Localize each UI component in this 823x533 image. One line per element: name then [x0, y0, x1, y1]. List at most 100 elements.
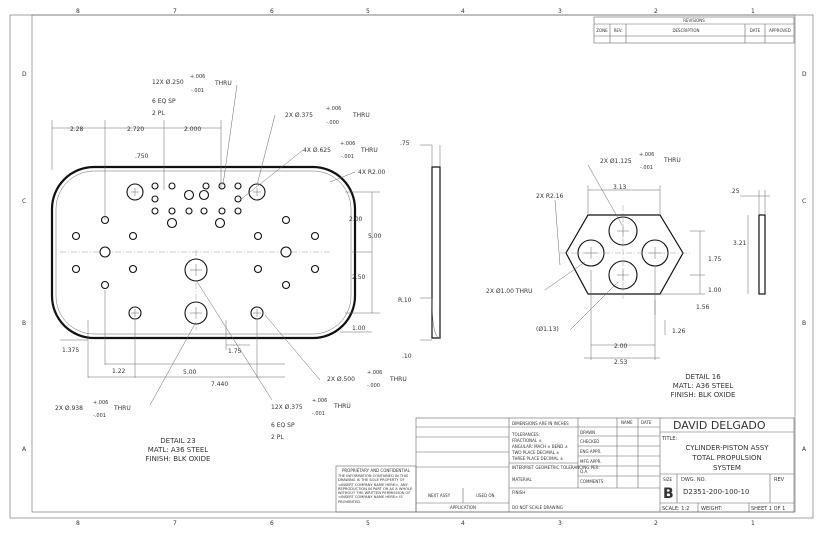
title-line-2: TOTAL PROPULSION	[691, 454, 762, 462]
dim-7440: 7.440	[211, 381, 228, 388]
revisions-col: DATE	[750, 28, 761, 33]
zone-row-right: C	[802, 198, 806, 205]
zone-row-right: B	[802, 320, 806, 327]
zone-col-bottom: 1	[751, 520, 755, 527]
detail-16-title: DETAIL 16	[685, 373, 721, 381]
size-value: B	[663, 486, 674, 502]
zone-col-bottom: 5	[366, 520, 370, 527]
detail-23-dimensions: 2.28 2.720 2.000 .750 2.00 5.00 2.50 1.0…	[51, 120, 382, 388]
svg-text:-.001: -.001	[93, 413, 106, 419]
svg-text:THRU: THRU	[389, 376, 407, 383]
row-eng: ENG APPR.	[580, 449, 601, 454]
dim-2720: 2.720	[127, 126, 144, 133]
zone-row-left: A	[22, 446, 27, 453]
svg-text:-.000: -.000	[326, 120, 339, 126]
note-line: ANGULAR: MACH ± BEND ±	[512, 444, 568, 449]
svg-text:+.006: +.006	[190, 74, 205, 80]
note-line: TWO PLACE DECIMAL ±	[511, 450, 559, 455]
row-checked: CHECKED	[580, 439, 599, 444]
d16-dim-100: 1.00	[708, 287, 722, 294]
scale: SCALE: 1:2	[662, 506, 689, 512]
svg-text:+.006: +.006	[93, 400, 108, 406]
detail-16-material: MATL: A36 STEEL	[673, 382, 734, 390]
zone-col-bottom: 2	[654, 520, 658, 527]
dim-500v: 5.00	[368, 233, 382, 240]
svg-text:THRU: THRU	[663, 157, 681, 164]
zone-col-top: 2	[654, 8, 658, 15]
dim-2000: 2.000	[184, 126, 201, 133]
dim-750: .750	[135, 153, 149, 160]
callout-2x-500: 2X Ø.500	[327, 376, 355, 383]
used-on: USED ON	[476, 493, 495, 498]
side-dim-r10: R.10	[398, 297, 412, 304]
svg-text:THRU: THRU	[360, 147, 378, 154]
company-name: DAVID DELGADO	[673, 419, 766, 432]
d16-dim-200: 2.00	[614, 343, 628, 350]
row-drawn: DRAWN	[580, 430, 595, 435]
note-line: TOLERANCES:	[511, 432, 540, 437]
svg-text:-.001: -.001	[191, 88, 204, 94]
svg-text:-.001: -.001	[312, 411, 325, 417]
d16-callout-r216: 2X R2.16	[536, 193, 564, 200]
revisions-table: REVISIONS ZONE REV. DESCRIPTION DATE APP…	[593, 16, 795, 44]
callout-12x-375: 12X Ø.375	[271, 404, 303, 411]
dim-500h: 5.00	[183, 369, 197, 376]
d16-dim-253: 2.53	[614, 359, 628, 366]
svg-text:-.001: -.001	[341, 154, 354, 160]
detail-23-callouts: 12X Ø.250 +.006 -.001 THRU 6 EQ SP 2 PL …	[55, 74, 407, 441]
svg-text:6 EQ SP: 6 EQ SP	[152, 98, 176, 105]
d16-dim-156: 1.56	[696, 304, 710, 311]
zone-row-right: D	[802, 71, 807, 78]
svg-text:6 EQ SP: 6 EQ SP	[271, 422, 295, 429]
zone-col-bottom: 3	[558, 520, 562, 527]
rev-label: REV	[774, 477, 785, 483]
svg-text:THRU: THRU	[214, 80, 232, 87]
d16-callout-113: (Ø1.13)	[536, 326, 559, 333]
proprietary-box: PROPRIETARY AND CONFIDENTIAL THE INFORMA…	[335, 465, 417, 513]
name-col: NAME	[621, 420, 633, 425]
zone-col-top: 5	[366, 8, 370, 15]
detail-16-side	[740, 190, 770, 295]
dwg-label: DWG. NO.	[681, 477, 706, 483]
d16-dim-25: .25	[730, 188, 740, 195]
svg-text:+.006: +.006	[367, 370, 382, 376]
svg-text:THRU: THRU	[352, 112, 370, 119]
do-not-scale: DO NOT SCALE DRAWING	[512, 505, 563, 510]
svg-text:2 PL: 2 PL	[271, 434, 284, 441]
dim-250: 2.50	[352, 274, 366, 281]
side-view: .75 R.10 .10	[398, 140, 441, 360]
detail-23-plate	[50, 165, 357, 340]
d16-callout-100: 2X Ø1.00 THRU	[486, 288, 533, 295]
inner-border	[31, 14, 796, 513]
dim-122: 1.22	[112, 368, 126, 375]
zone-col-top: 7	[173, 8, 177, 15]
plate-chamfer-line	[55, 170, 352, 335]
application: APPLICATION	[450, 505, 476, 510]
svg-text:2 PL: 2 PL	[152, 110, 165, 117]
zone-col-bottom: 8	[76, 520, 80, 527]
zone-row-left: B	[22, 320, 26, 327]
callout-12x-250: 12X Ø.250	[152, 79, 184, 86]
row-qa: Q.A.	[580, 469, 588, 474]
detail-16-dimensions: 3.13 1.75 1.00 1.56 1.26 2.00 2.53 .25 3…	[584, 184, 747, 366]
next-assy: NEXT ASSY	[428, 493, 451, 498]
callout-2x-938: 2X Ø.938	[55, 405, 83, 412]
detail-23-finish: FINISH: BLK OXIDE	[146, 455, 211, 463]
svg-text:THRU: THRU	[113, 405, 131, 412]
sheet-number: SHEET 1 OF 1	[751, 506, 785, 512]
dim-200: 2.00	[349, 216, 363, 223]
d16-dim-313: 3.13	[613, 184, 627, 191]
revisions-col: DESCRIPTION	[672, 28, 699, 33]
zone-col-top: 6	[270, 8, 274, 15]
plate-outline	[50, 165, 357, 340]
zone-col-bottom: 4	[461, 520, 465, 527]
dim-175: 1.75	[228, 348, 242, 355]
zone-row-right: A	[802, 446, 807, 453]
title-block: DAVID DELGADO TITLE: CYLINDER-PISTON ASS…	[415, 417, 795, 513]
detail-16-label: DETAIL 16 MATL: A36 STEEL FINISH: BLK OX…	[671, 373, 736, 399]
zone-col-top: 3	[558, 8, 562, 15]
svg-text:THRU: THRU	[333, 403, 351, 410]
proprietary-text: THE INFORMATION CONTAINED IN THIS DRAWIN…	[338, 474, 413, 504]
zone-col-bottom: 7	[173, 520, 177, 527]
dim-100: 1.00	[352, 325, 366, 332]
